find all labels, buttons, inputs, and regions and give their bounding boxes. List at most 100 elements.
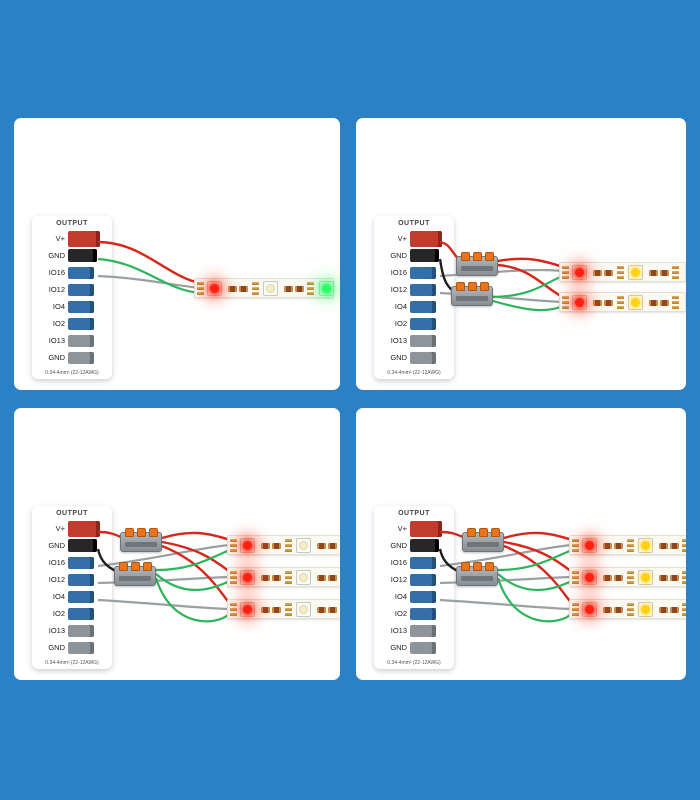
pad-bar — [617, 296, 624, 299]
connector-lever-icon — [143, 562, 152, 571]
pad-bar — [682, 581, 686, 584]
resistor-icon — [603, 607, 612, 613]
pad-bar — [252, 292, 259, 295]
pad-bar — [572, 571, 579, 574]
data-wire-gray-1 — [439, 543, 573, 568]
led-die — [299, 573, 308, 582]
terminal-label-vplus: V+ — [397, 234, 407, 243]
pad-bar — [617, 306, 624, 309]
pad-bar — [627, 549, 634, 552]
led-strip — [227, 599, 340, 619]
terminal-row-io4: IO4 — [374, 588, 454, 605]
terminal-row-io2: IO2 — [374, 315, 454, 332]
led-red — [582, 538, 597, 553]
diagram-panel-three-strips-yellow: OUTPUT V+ GND IO16 IO12 IO4 IO2 IO13 — [356, 408, 686, 680]
pad-bar — [627, 603, 634, 606]
connector-lever-icon — [473, 252, 482, 261]
led-yellow — [628, 265, 643, 280]
resistor-icon — [659, 607, 668, 613]
gnd-wire-green-2 — [155, 573, 231, 591]
led-red — [582, 570, 597, 585]
vplus-wire-red — [97, 240, 201, 285]
pad-bar — [285, 544, 292, 547]
resistor-icon — [295, 286, 304, 292]
solder-pads — [682, 603, 686, 617]
resistor-icon — [317, 607, 326, 613]
terminal-row-io2: IO2 — [32, 605, 112, 622]
data-wire-gray-3 — [439, 598, 573, 611]
pad-bar — [252, 282, 259, 285]
pad-bar — [672, 266, 679, 269]
led-strip — [559, 292, 686, 312]
solder-pads — [627, 539, 634, 553]
lever-connector-vplus — [456, 252, 498, 276]
solder-pads — [562, 296, 569, 310]
terminal-block-io2 — [68, 317, 94, 330]
pad-bar — [307, 287, 314, 290]
terminal-row-io12: IO12 — [374, 571, 454, 588]
resistor-icon — [272, 543, 281, 549]
terminal-row-io16: IO16 — [32, 554, 112, 571]
terminal-row-io12: IO12 — [374, 281, 454, 298]
terminal-block-gnd — [410, 249, 439, 262]
terminal-label-io12: IO12 — [390, 285, 407, 294]
terminal-block-io4 — [68, 590, 94, 603]
resistor-icon — [670, 543, 679, 549]
terminal-block-vplus — [68, 520, 100, 537]
terminal-block-io4 — [68, 300, 94, 313]
terminal-label-gnd: GND — [48, 251, 65, 260]
resistor-icon — [261, 543, 270, 549]
terminal-row-io4: IO4 — [32, 298, 112, 315]
terminal-row-gnd: GND — [32, 537, 112, 554]
terminal-block-io16 — [68, 556, 94, 569]
led-red — [572, 295, 587, 310]
resistor-icon — [593, 300, 602, 306]
terminal-label-vplus: V+ — [55, 234, 65, 243]
terminal-row-vplus: V+ — [374, 520, 454, 537]
pad-bar — [285, 571, 292, 574]
solder-pads — [230, 539, 237, 553]
led-die — [266, 284, 275, 293]
terminal-row-gnd2: GND — [374, 349, 454, 366]
terminal-row-gnd2: GND — [32, 639, 112, 656]
pad-bar — [682, 544, 686, 547]
pad-bar — [672, 296, 679, 299]
resistor-icon — [649, 270, 658, 276]
pad-bar — [285, 539, 292, 542]
resistor-icon — [659, 575, 668, 581]
pad-bar — [572, 539, 579, 542]
terminal-row-io13: IO13 — [32, 622, 112, 639]
controller-output-label: OUTPUT — [56, 220, 88, 227]
led-yellow — [638, 538, 653, 553]
solder-pads — [307, 282, 314, 296]
pad-bar — [572, 603, 579, 606]
led-die — [575, 298, 584, 307]
pad-bar — [197, 287, 204, 290]
led-strip — [227, 535, 340, 555]
pad-bar — [682, 571, 686, 574]
pad-bar — [572, 613, 579, 616]
pad-bar — [617, 301, 624, 304]
solder-pads — [230, 571, 237, 585]
resistor-icon — [317, 575, 326, 581]
led-die — [243, 605, 252, 614]
led-die — [585, 541, 594, 550]
led-die — [641, 605, 650, 614]
terminal-label-gnd: GND — [390, 251, 407, 260]
led-yellow — [628, 295, 643, 310]
led-white — [296, 538, 311, 553]
terminal-block-gnd — [68, 249, 97, 262]
led-white — [263, 281, 278, 296]
led-die — [631, 298, 640, 307]
terminal-row-io4: IO4 — [32, 588, 112, 605]
terminal-block-gnd2 — [410, 641, 436, 654]
terminal-label-io12: IO12 — [390, 575, 407, 584]
connector-lever-icon — [467, 528, 476, 537]
resistor-icon — [261, 575, 270, 581]
pad-bar — [627, 608, 634, 611]
terminal-label-gnd2: GND — [48, 643, 65, 652]
terminal-label-io16: IO16 — [48, 268, 65, 277]
resistor-icon — [228, 286, 237, 292]
terminal-row-io12: IO12 — [32, 281, 112, 298]
pad-bar — [562, 301, 569, 304]
